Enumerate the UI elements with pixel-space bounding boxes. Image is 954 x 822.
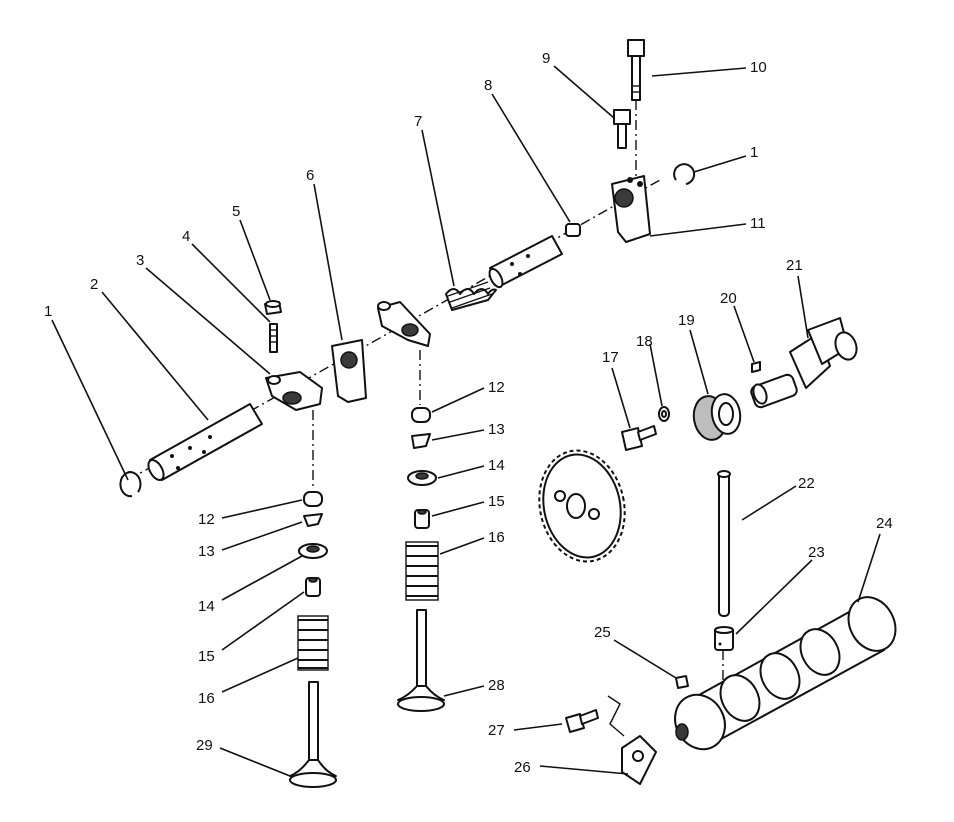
callout-7: 7 [414, 113, 422, 130]
callout-21: 21 [786, 257, 803, 274]
callout-19: 19 [678, 312, 695, 329]
callout-18: 18 [636, 333, 653, 350]
exhaust-valve [289, 681, 337, 788]
rocker-bracket [611, 175, 651, 243]
callout-11: 11 [750, 215, 766, 232]
rocker-arm-left [265, 371, 323, 411]
callout-26: 26 [514, 759, 531, 776]
callout-12-left: 12 [198, 511, 215, 528]
valve-keeper-mid [411, 433, 431, 449]
callout-25: 25 [594, 624, 611, 641]
callout-22: 22 [798, 475, 815, 492]
callout-6: 6 [306, 167, 314, 184]
valve-seal-mid [414, 509, 430, 529]
retainer-plate [607, 695, 657, 785]
main-bearing [692, 393, 742, 441]
valve-spring-mid [405, 541, 439, 601]
callout-14-mid: 14 [488, 457, 505, 474]
callout-3: 3 [136, 252, 144, 269]
callout-20: 20 [720, 290, 737, 307]
callout-28: 28 [488, 677, 505, 694]
callout-10: 10 [750, 59, 767, 76]
callout-23: 23 [808, 544, 825, 561]
callout-9: 9 [542, 50, 550, 67]
circlip-left [119, 471, 142, 498]
callout-16-mid: 16 [488, 529, 505, 546]
bolt-long [627, 39, 645, 101]
push-rod [717, 470, 731, 617]
callout-14-left: 14 [198, 598, 215, 615]
plate-bolt [565, 709, 599, 733]
woodruff-key [751, 361, 761, 373]
callout-5: 5 [232, 203, 240, 220]
lock-nut [264, 300, 282, 315]
crankshaft [750, 317, 858, 409]
callout-16-left: 16 [198, 690, 215, 707]
callout-labels: 1 2 3 4 5 6 7 8 9 10 1 11 12 13 14 15 16… [44, 50, 893, 776]
rocker-arm-right [377, 301, 431, 347]
intake-valve [397, 609, 445, 712]
callout-13-left: 13 [198, 543, 215, 560]
tappet [714, 626, 734, 651]
callout-24: 24 [876, 515, 893, 532]
valve-spring-left [297, 615, 329, 671]
cam-key [675, 675, 689, 689]
shaft-spring [445, 281, 497, 311]
callout-2: 2 [90, 276, 98, 293]
spring-retainer-mid [407, 470, 437, 486]
leader-lines [51, 65, 881, 777]
callout-17: 17 [602, 349, 619, 366]
bolt-short [613, 109, 631, 149]
spring-retainer-left [298, 543, 328, 559]
rocker-support [331, 339, 367, 403]
gear-bolt [621, 425, 657, 451]
callout-4: 4 [182, 228, 190, 245]
callout-12-mid: 12 [488, 379, 505, 396]
callout-1-left: 1 [44, 303, 52, 320]
callout-27: 27 [488, 722, 505, 739]
circlip-right [673, 163, 696, 185]
valve-seal-left [305, 577, 321, 597]
valve-cap-left [303, 491, 323, 507]
crank-gear [538, 449, 626, 563]
valve-keeper-left [303, 513, 323, 527]
rocker-shaft-left [147, 403, 263, 481]
gear-washer [658, 406, 670, 422]
callout-15-mid: 15 [488, 493, 505, 510]
callout-15-left: 15 [198, 648, 215, 665]
rocker-shaft-right [488, 223, 581, 289]
callout-29: 29 [196, 737, 213, 754]
camshaft [674, 596, 897, 751]
callout-1-right: 1 [750, 144, 758, 161]
adjusting-screw [269, 323, 278, 353]
callout-13-mid: 13 [488, 421, 505, 438]
callout-8: 8 [484, 77, 492, 94]
valve-cap-mid [411, 407, 431, 423]
